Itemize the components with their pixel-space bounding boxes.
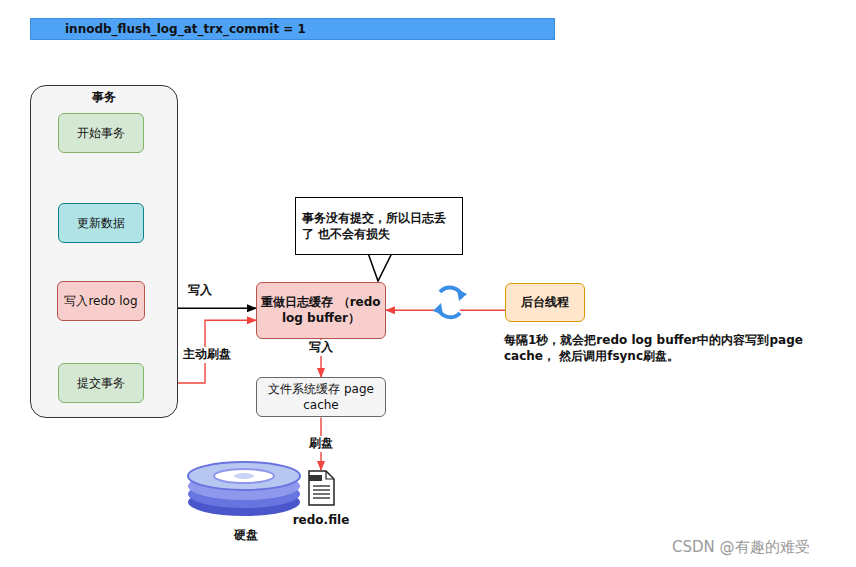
disk-icon — [188, 462, 300, 516]
cache-box: 文件系统缓存 page cache — [256, 377, 386, 417]
node-text: 提交事务 — [77, 375, 125, 391]
process-box: 提交事务 — [58, 363, 144, 403]
file-lines — [313, 486, 330, 498]
cycle-head — [433, 303, 443, 315]
node-text: 事务 — [92, 89, 116, 105]
callout-box: 事务没有提交，所以日志丢了 也不会有损失 — [295, 197, 463, 255]
watermark: CSDN @有趣的难受 — [670, 538, 812, 558]
cycle-icon — [433, 288, 467, 318]
node-text: 重做日志缓存 （redo log buffer） — [257, 294, 385, 326]
note-text: 每隔1秒，就会把redo log buffer中的内容写到page cache，… — [502, 333, 852, 364]
transaction-group: 事务开始事务更新数据写入redo log 提交事务 — [30, 85, 178, 418]
node-text: 开始事务 — [77, 125, 125, 141]
node-text: 写入redo log — [64, 293, 137, 309]
disk-top — [188, 462, 300, 490]
edge-label: 写入 — [186, 283, 214, 299]
disk-center — [234, 473, 254, 479]
file-tag — [309, 475, 322, 481]
process-box: 开始事务 — [58, 113, 144, 153]
file-node: redo.file — [296, 470, 346, 528]
node-text: 更新数据 — [77, 215, 125, 231]
callout-tail — [368, 253, 392, 281]
buffer-box: 重做日志缓存 （redo log buffer） — [256, 282, 386, 339]
node-text: redo.file — [293, 512, 350, 528]
process-box: 更新数据 — [58, 203, 144, 243]
edge-label: 刷盘 — [307, 436, 335, 452]
file-icon — [307, 470, 335, 506]
file-outline — [309, 471, 334, 505]
cycle-head — [457, 289, 467, 301]
node-text: 事务没有提交，所以日志丢了 也不会有损失 — [302, 210, 456, 242]
file-fold — [326, 471, 334, 479]
node-text: 后台线程 — [521, 294, 569, 310]
title-text: innodb_flush_log_at_trx_commit = 1 — [65, 22, 306, 36]
thread-box: 后台线程 — [505, 283, 585, 322]
edge-label: 写入 — [307, 340, 335, 356]
disk-label: 硬盘 — [232, 528, 260, 544]
edge-label: 主动刷盘 — [181, 347, 233, 363]
process-box: 写入redo log — [57, 281, 144, 321]
title-band: innodb_flush_log_at_trx_commit = 1 — [30, 18, 555, 40]
disk-hub — [214, 469, 274, 483]
node-text: 文件系统缓存 page cache — [257, 381, 385, 413]
